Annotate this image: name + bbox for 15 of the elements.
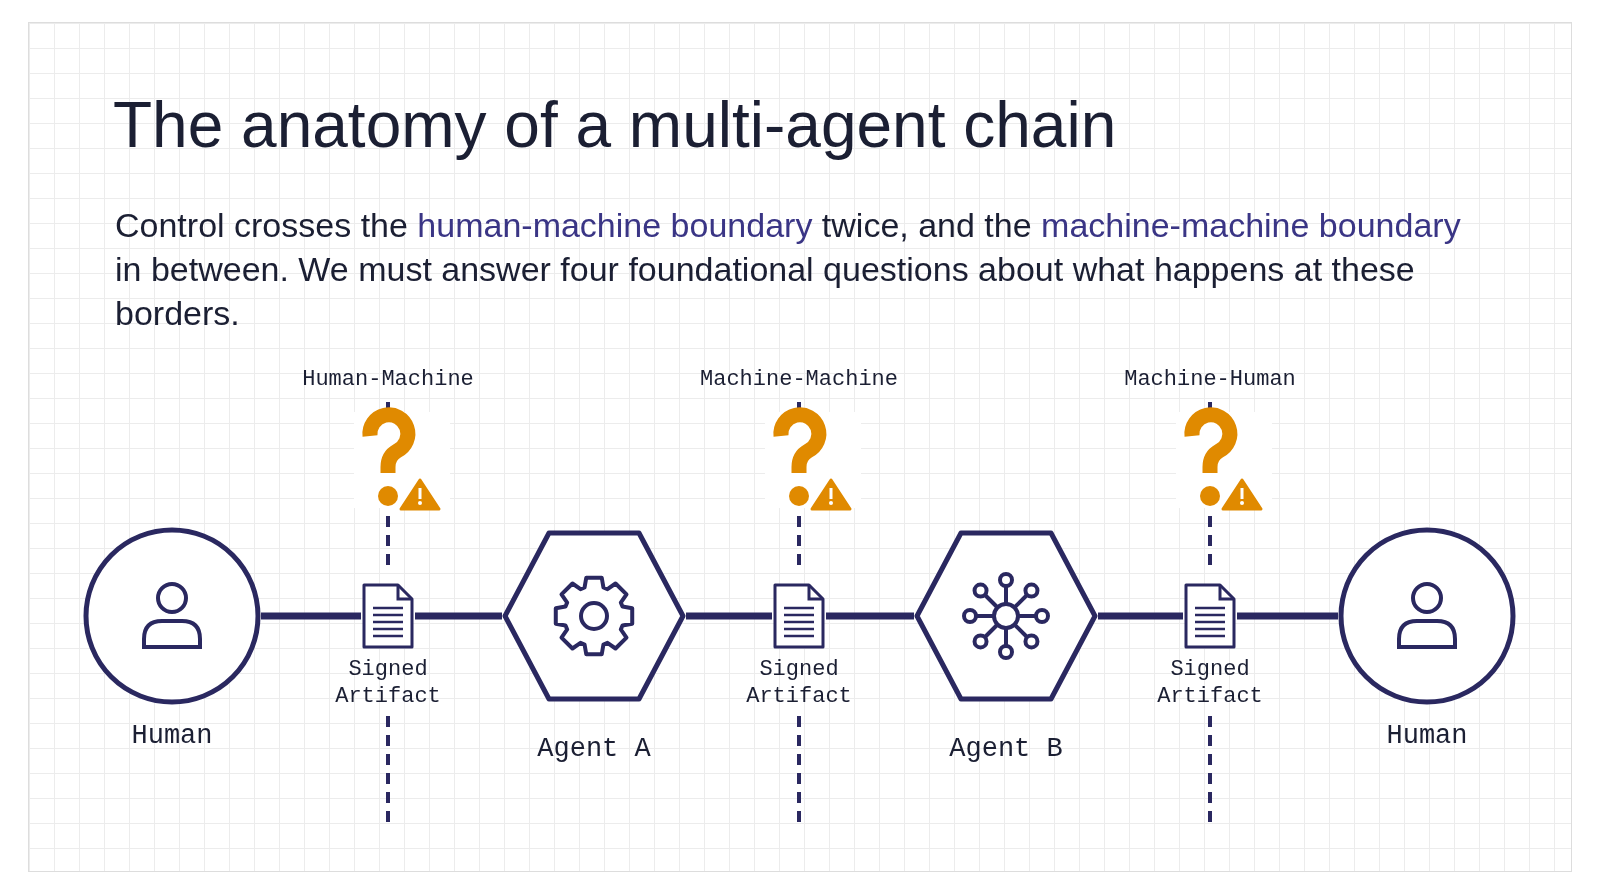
boundary-label: Machine-Machine	[700, 367, 898, 392]
node-label: Agent A	[536, 734, 652, 764]
document-icon	[1183, 582, 1237, 650]
node-caption: Signed Artifact	[334, 656, 442, 710]
node-label: Human	[130, 721, 214, 751]
document-icon	[772, 582, 826, 650]
title: The anatomy of a multi-agent chain	[113, 88, 1117, 162]
boundary-label: Human-Machine	[302, 367, 474, 392]
node-caption: Signed Artifact	[1156, 656, 1264, 710]
node-label: Human	[1385, 721, 1469, 751]
description-text: Control crosses the human-machine boundary twice, and the machine-machine boundary in between. We must answer four foundational questions about what happens at these borders.	[115, 205, 1462, 334]
node-label: Agent B	[948, 734, 1064, 764]
node-caption: Signed Artifact	[745, 656, 853, 710]
document-icon	[361, 582, 415, 650]
boundary-label: Machine-Human	[1124, 367, 1296, 392]
